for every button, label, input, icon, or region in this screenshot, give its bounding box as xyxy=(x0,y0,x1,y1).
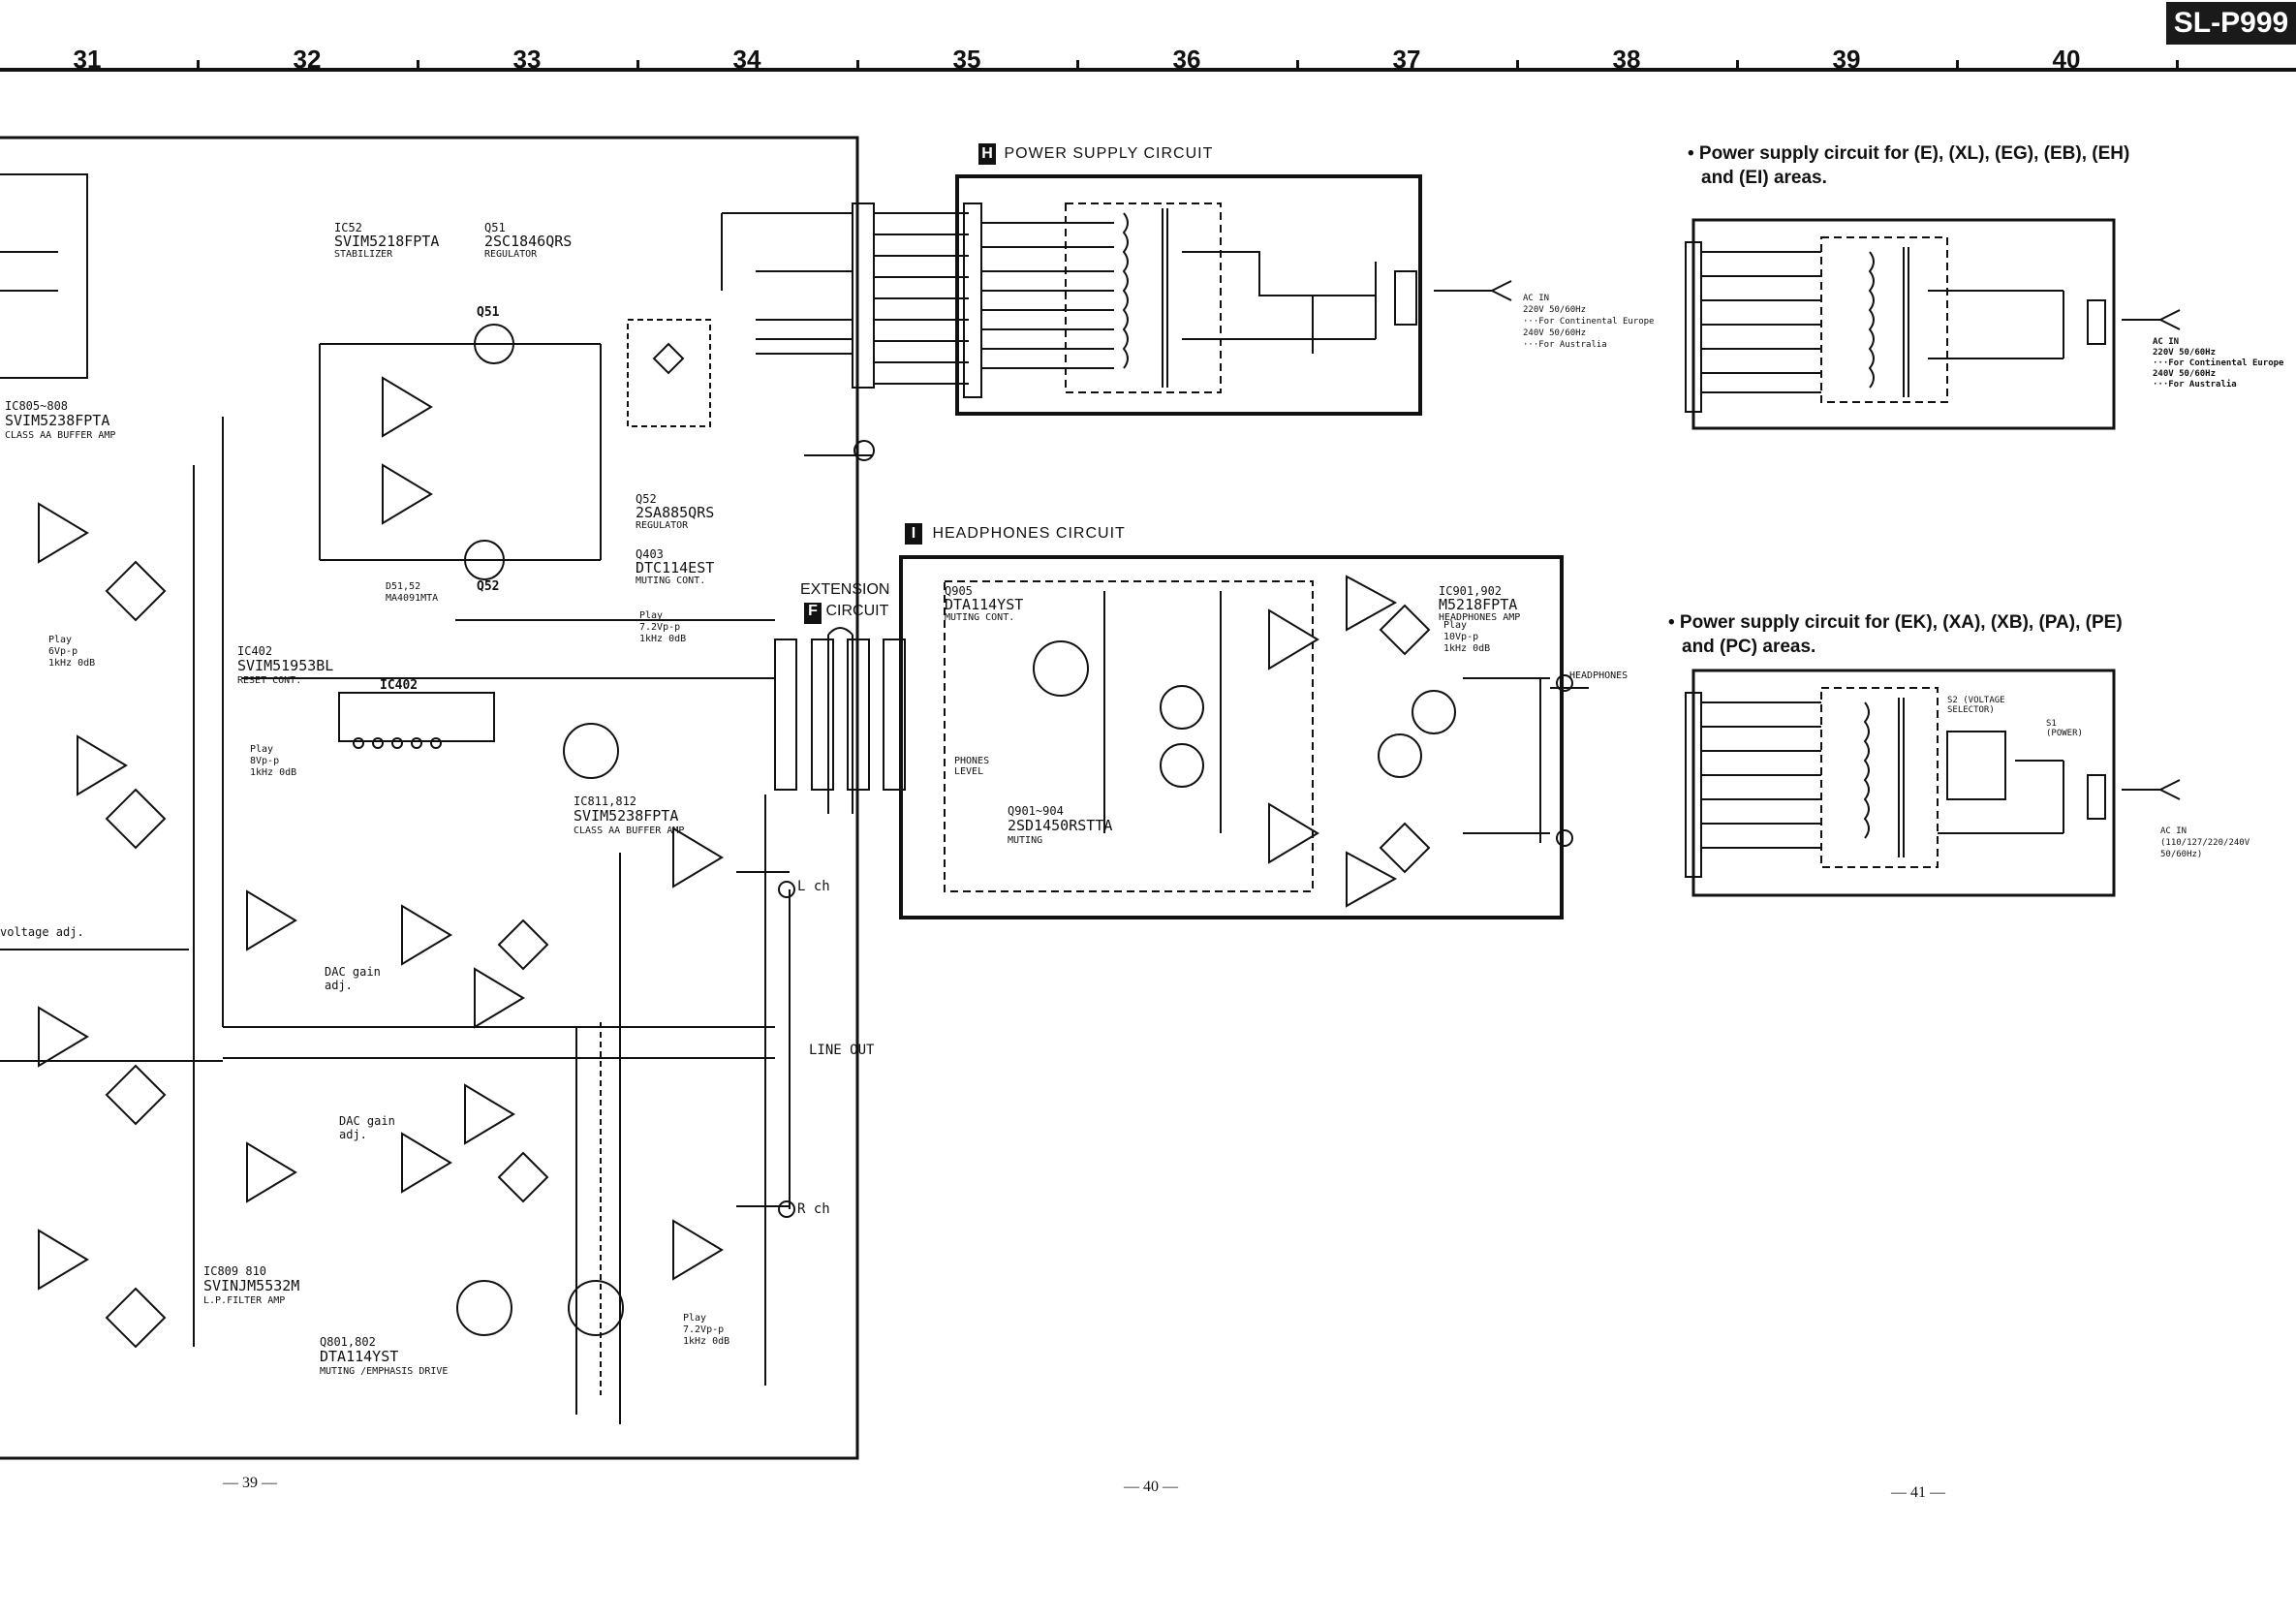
ruler-column-31: 31 xyxy=(73,45,102,74)
line-out-label: LINE OUT xyxy=(809,1043,875,1058)
q801-label: Q801,802 DTA114YST MUTING /EMPHASIS DRIV… xyxy=(320,1335,449,1377)
l-ch-label: L ch xyxy=(797,879,830,894)
ruler-column-37: 37 xyxy=(1392,45,1421,74)
page-number-40: — 40 — xyxy=(1124,1479,1178,1495)
power-switch-label: S1 (POWER) xyxy=(2046,719,2083,738)
q403-label: Q403 DTC114EST MUTING CONT. xyxy=(636,547,715,586)
ruler-column-33: 33 xyxy=(512,45,542,74)
q901-label: Q901~904 2SD1450RSTTA MUTING xyxy=(1008,804,1113,846)
extension-title-line1: EXTENSION xyxy=(800,581,890,598)
dac-gain-label-2: DAC gain adj. xyxy=(339,1114,395,1141)
q51-ref-tag: Q51 xyxy=(477,305,500,320)
area-note-2: • Power supply circuit for (EK), (XA), (… xyxy=(1668,610,2123,659)
waveform-note-4: Play 10Vp-p 1kHz 0dB xyxy=(1443,620,1491,654)
q905-label: Q905 DTA114YST MUTING CONT. xyxy=(945,584,1024,623)
area-note-1-line2: and (EI) areas. xyxy=(1701,168,1827,188)
ic811-label: IC811,812 SVIM5238FPTA CLASS AA BUFFER A… xyxy=(574,794,685,836)
area-note-2-line2: and (PC) areas. xyxy=(1682,637,1816,657)
power-supply-block-title: H POWER SUPPLY CIRCUIT xyxy=(978,143,1213,165)
headphones-title: HEADPHONES CIRCUIT xyxy=(932,525,1126,542)
model-tag: SL-P999 xyxy=(2166,2,2296,45)
ruler-column-35: 35 xyxy=(952,45,981,74)
r-ch-label: R ch xyxy=(797,1201,830,1217)
ruler-tick xyxy=(2176,60,2179,72)
q52-ref-tag: Q52 xyxy=(477,579,500,594)
phones-level-label: PHONES LEVEL xyxy=(954,756,990,777)
ruler-tick xyxy=(417,60,419,72)
ruler-column-38: 38 xyxy=(1612,45,1641,74)
headphones-block-title: I HEADPHONES CIRCUIT xyxy=(905,523,1126,545)
extension-title-line2: CIRCUIT xyxy=(825,603,889,619)
ic402-chip-tag: IC402 xyxy=(380,678,419,693)
waveform-note-1: Play 6Vp-p 1kHz 0dB xyxy=(48,635,96,669)
area-note-2-line1: • Power supply circuit for (EK), (XA), (… xyxy=(1668,612,2123,633)
headphones-letter: I xyxy=(911,525,916,542)
ruler-tick xyxy=(1736,60,1739,72)
power-supply-letter: H xyxy=(981,145,993,162)
ic52-label: IC52 SVIM5218FPTA STABILIZER xyxy=(334,221,440,260)
ac-in-annotation-2: AC IN 220V 50/60Hz ···For Continental Eu… xyxy=(2153,337,2284,389)
area-note-1-line1: • Power supply circuit for (E), (XL), (E… xyxy=(1688,143,2130,164)
power-supply-title: POWER SUPPLY CIRCUIT xyxy=(1004,145,1214,162)
ic901-label: IC901,902 M5218FPTA HEADPHONES AMP xyxy=(1439,584,1521,623)
ruler-column-34: 34 xyxy=(732,45,761,74)
ruler-column-39: 39 xyxy=(1832,45,1861,74)
ruler-column-40: 40 xyxy=(2052,45,2081,74)
ruler-column-32: 32 xyxy=(293,45,322,74)
ruler-tick xyxy=(1956,60,1959,72)
headphones-jack-label: HEADPHONES xyxy=(1569,670,1629,681)
q51-label: Q51 2SC1846QRS REGULATOR xyxy=(484,221,573,260)
ruler-tick xyxy=(1296,60,1299,72)
ruler-tick xyxy=(856,60,859,72)
dac-gain-label-1: DAC gain adj. xyxy=(325,965,381,992)
ac-in-annotation-3: AC IN (110/127/220/240V 50/60Hz) xyxy=(2160,826,2250,859)
ruler-column-36: 36 xyxy=(1172,45,1201,74)
voltage-selector-label: S2 (VOLTAGE SELECTOR) xyxy=(1947,696,2005,715)
extension-block-title: EXTENSION F CIRCUIT xyxy=(800,579,889,622)
ic809-label: IC809 810 SVINJM5532M L.P.FILTER AMP xyxy=(203,1264,300,1306)
column-ruler: 31 32 33 34 35 36 37 38 39 40 xyxy=(0,0,2296,78)
ruler-tick xyxy=(197,60,200,72)
ic402-label: IC402 SVIM51953BL RESET CONT. xyxy=(237,644,334,686)
q52-label: Q52 2SA885QRS REGULATOR xyxy=(636,492,715,531)
d51-label: D51,52 MA4091MTA xyxy=(386,581,439,604)
extension-letter: F xyxy=(808,603,818,619)
ruler-tick xyxy=(1076,60,1079,72)
ruler-tick xyxy=(636,60,639,72)
waveform-note-3: Play 8Vp-p 1kHz 0dB xyxy=(250,744,297,778)
ic805-label: IC805~808 SVIM5238FPTA CLASS AA BUFFER A… xyxy=(5,399,116,441)
area-note-1: • Power supply circuit for (E), (XL), (E… xyxy=(1688,141,2129,190)
page-number-39: — 39 — xyxy=(223,1475,277,1491)
waveform-note-2: Play 7.2Vp-p 1kHz 0dB xyxy=(639,610,687,644)
waveform-note-5: Play 7.2Vp-p 1kHz 0dB xyxy=(683,1313,730,1347)
ac-in-annotation-1: AC IN 220V 50/60Hz ···For Continental Eu… xyxy=(1523,294,1655,350)
ruler-tick xyxy=(1516,60,1519,72)
model-tag-text: SL-P999 xyxy=(2173,7,2289,39)
page-number-41: — 41 — xyxy=(1891,1484,1945,1501)
voltage-adj-label: voltage adj. xyxy=(0,925,84,939)
